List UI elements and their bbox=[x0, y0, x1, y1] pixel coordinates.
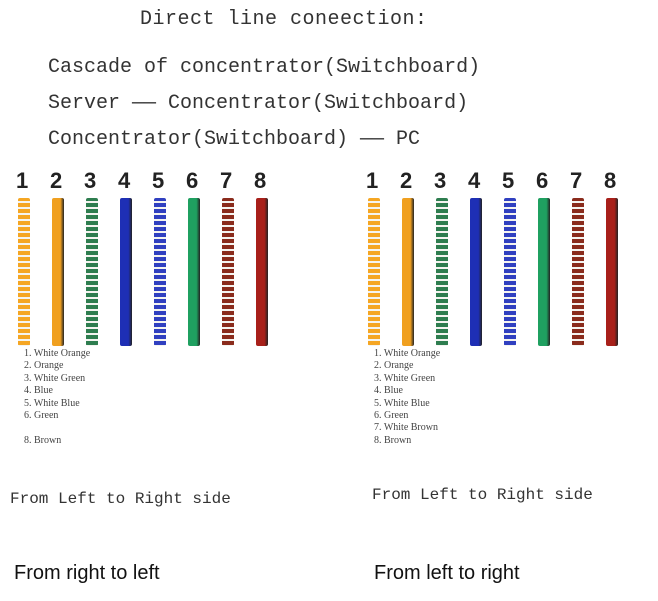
pin-number-right-1: 1 bbox=[366, 168, 379, 193]
wire-right-5 bbox=[504, 198, 516, 346]
pin-number-right-7: 7 bbox=[570, 168, 583, 193]
legend-item-left-3: 3. White Green bbox=[24, 372, 86, 384]
legend-item-left-4: 4. Blue bbox=[24, 385, 53, 397]
wire-left-3 bbox=[86, 198, 98, 346]
pin-number-left-5: 5 bbox=[152, 168, 165, 193]
pin-number-right-6: 6 bbox=[536, 168, 549, 193]
pin-number-left-8: 8 bbox=[254, 168, 267, 193]
wire-left-6 bbox=[188, 198, 200, 346]
legend-item-left-5: 5. White Blue bbox=[24, 397, 80, 409]
wire-left-4 bbox=[120, 198, 132, 346]
wire-right-2 bbox=[402, 198, 414, 346]
wire-left-5 bbox=[154, 198, 166, 346]
legend-item-right-8: 8. Brown bbox=[374, 434, 412, 446]
pin-number-right-2: 2 bbox=[400, 168, 413, 193]
legend-item-left-7 bbox=[24, 422, 90, 434]
wire-right-8 bbox=[606, 198, 618, 346]
legend-item-right-3: 3. White Green bbox=[374, 372, 436, 384]
connection-line-1: Cascade of concentrator(Switchboard) bbox=[48, 56, 481, 79]
legend-item-right-7: 7. White Brown bbox=[374, 422, 438, 434]
pin-number-right-4: 4 bbox=[468, 168, 481, 193]
legend-item-right-5: 5. White Blue bbox=[374, 397, 430, 409]
pin-number-left-3: 3 bbox=[84, 168, 97, 193]
legend-item-left-6: 6. Green bbox=[24, 410, 59, 422]
caption-left: From right to left bbox=[14, 562, 160, 584]
diagram-title: Direct line coneection: bbox=[140, 8, 428, 31]
wire-right-3 bbox=[436, 198, 448, 346]
legend-item-right-1: 1. White Orange bbox=[374, 348, 441, 359]
wire-right-6 bbox=[538, 198, 550, 346]
wire-right-7 bbox=[572, 198, 584, 346]
pin-number-right-5: 5 bbox=[502, 168, 515, 193]
pin-number-right-3: 3 bbox=[434, 168, 447, 193]
wire-right-4 bbox=[470, 198, 482, 346]
pin-number-left-6: 6 bbox=[186, 168, 199, 193]
panel-footer-right: From Left to Right side bbox=[372, 486, 593, 504]
pin-number-left-4: 4 bbox=[118, 168, 131, 193]
pin-number-left-2: 2 bbox=[50, 168, 63, 193]
connection-line-2: Server —— Concentrator(Switchboard) bbox=[48, 92, 469, 115]
pin-number-left-1: 1 bbox=[16, 168, 29, 193]
legend-item-left-2: 2. Orange bbox=[24, 360, 64, 372]
caption-right: From left to right bbox=[374, 562, 520, 584]
connection-line-3: Concentrator(Switchboard) —— PC bbox=[48, 128, 421, 151]
legend-item-left-8: 8. Brown bbox=[24, 434, 62, 446]
wire-left-2 bbox=[52, 198, 64, 346]
legend-item-right-6: 6. Green bbox=[374, 410, 409, 422]
legend-item-left-1: 1. White Orange bbox=[24, 348, 91, 359]
legend-item-right-4: 4. Blue bbox=[374, 385, 403, 397]
wire-left-8 bbox=[256, 198, 268, 346]
wire-left-1 bbox=[18, 198, 30, 346]
pin-number-left-7: 7 bbox=[220, 168, 233, 193]
wire-left-7 bbox=[222, 198, 234, 346]
pin-number-right-8: 8 bbox=[604, 168, 617, 193]
wire-right-1 bbox=[368, 198, 380, 346]
panel-footer-left: From Left to Right side bbox=[10, 490, 231, 508]
legend-item-right-2: 2. Orange bbox=[374, 360, 414, 372]
